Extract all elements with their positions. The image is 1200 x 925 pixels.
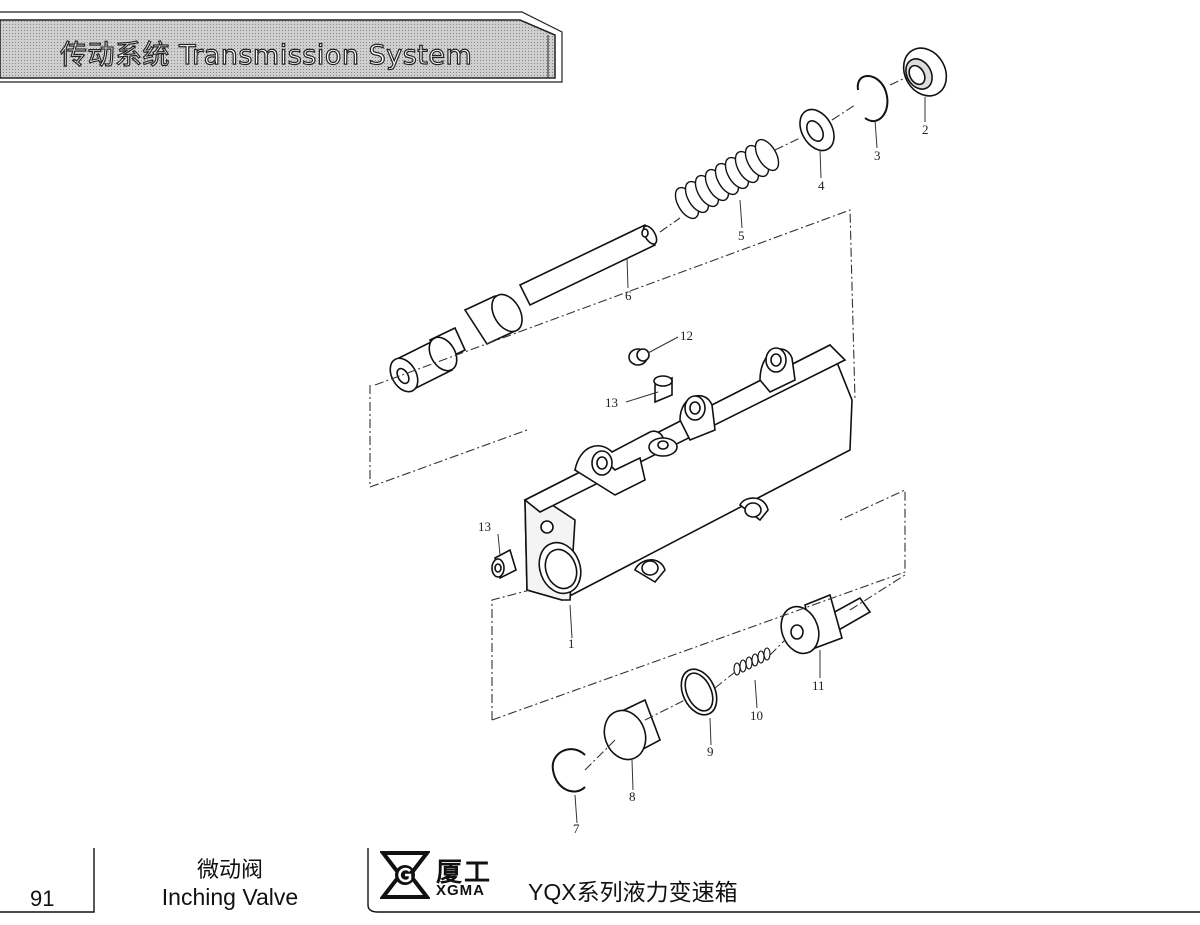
header-banner: [0, 11, 563, 83]
part-13-screw-side: [491, 548, 517, 580]
callout-7: 7: [573, 821, 580, 836]
page-number: 91: [30, 886, 55, 911]
callout-1: 1: [568, 636, 575, 651]
part-7-snap-ring: [551, 748, 586, 793]
product-series: YQX系列液力变速箱: [528, 879, 738, 905]
part-10-spring: [733, 647, 771, 676]
callout-6: 6: [625, 288, 632, 303]
page-title: 传动系统 Transmission System: [59, 39, 473, 71]
part-name-cn: 微动阀: [196, 857, 263, 882]
callout-11: 11: [812, 678, 825, 693]
footer-frame: [0, 848, 1200, 913]
leader-lines: [497, 97, 926, 824]
callout-13-side: 13: [478, 519, 491, 534]
part-3-snap-ring: [856, 75, 889, 122]
callout-3: 3: [874, 148, 881, 163]
part-4-washer: [799, 108, 835, 152]
part-6-valve-spool: [389, 223, 658, 393]
callout-2: 2: [922, 122, 929, 137]
part-12-plug: [628, 348, 650, 366]
callout-9: 9: [707, 744, 714, 759]
brand-name-cn: 厦工: [436, 857, 493, 887]
part-9-o-ring: [680, 668, 718, 716]
callout-10: 10: [750, 708, 763, 723]
xgma-logo-icon: [380, 851, 430, 899]
callout-13-top: 13: [605, 395, 618, 410]
part-name-en: Inching Valve: [161, 884, 299, 910]
part-13-screw-top: [653, 375, 673, 404]
callout-12: 12: [680, 328, 693, 343]
assembly-lines: [369, 77, 906, 771]
callout-5: 5: [738, 228, 745, 243]
part-8-plug: [603, 698, 661, 761]
part-11-piston: [780, 593, 872, 655]
callout-8: 8: [629, 789, 636, 804]
part-5-spring: [674, 138, 780, 220]
callout-4: 4: [818, 178, 825, 193]
part-1-valve-body: [523, 343, 853, 601]
part-2-oil-seal: [902, 47, 948, 97]
brand-name-en: XGMA: [436, 882, 485, 899]
